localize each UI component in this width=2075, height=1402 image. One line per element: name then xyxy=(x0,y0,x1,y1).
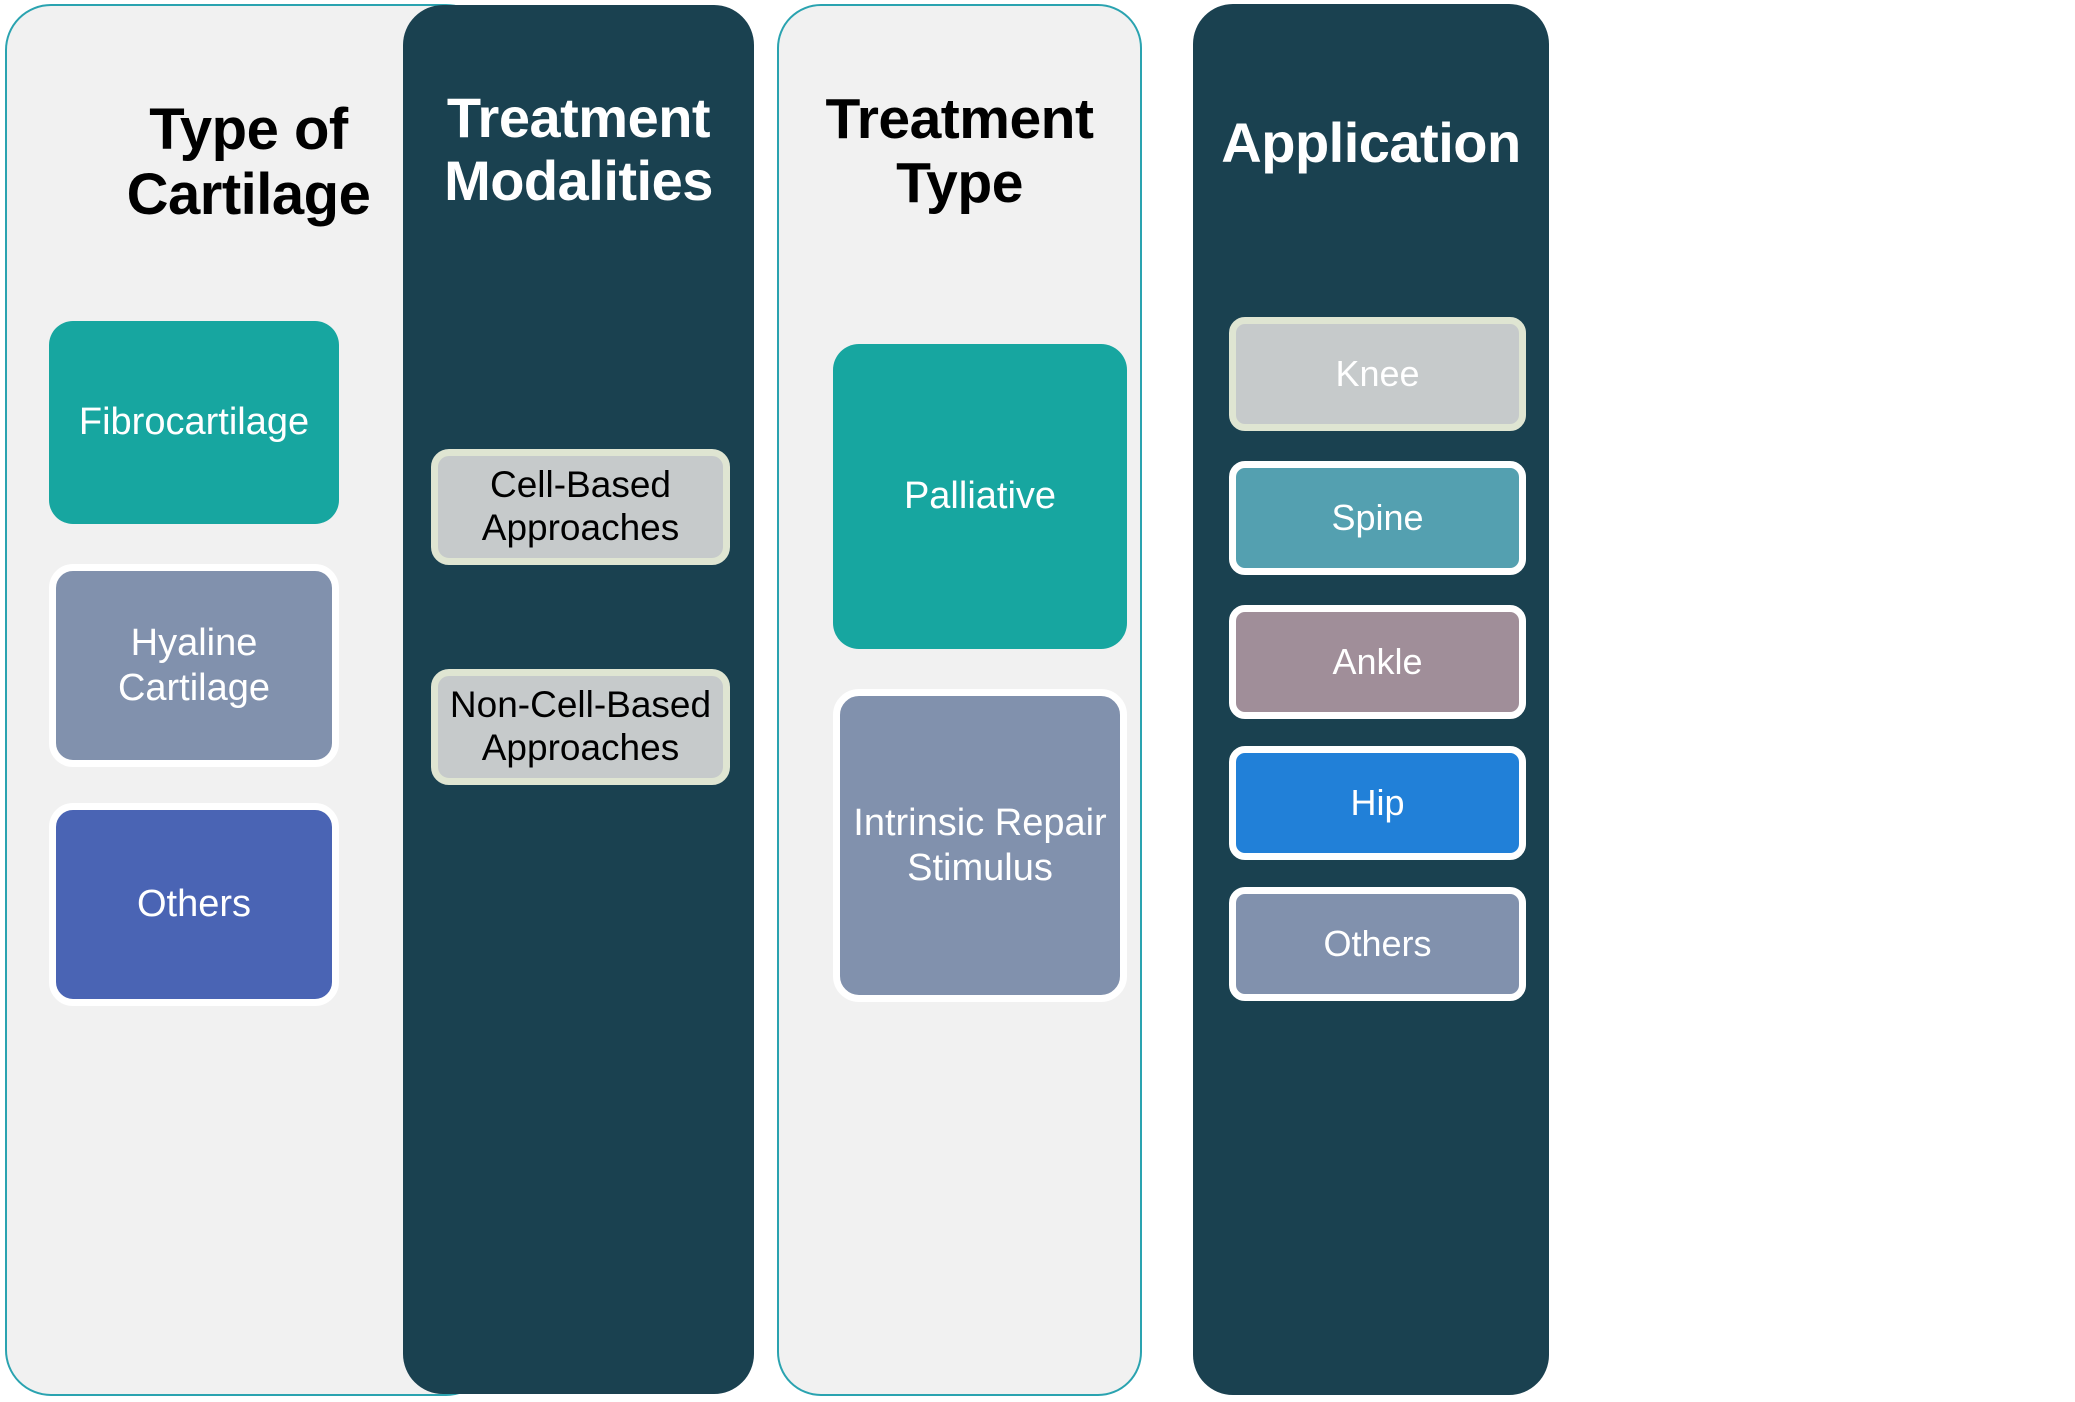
column-header-treatment-type: Treatment Type xyxy=(825,87,1094,215)
node-hip[interactable]: Hip xyxy=(1229,746,1526,860)
node-cartilage-others[interactable]: Others xyxy=(49,803,339,1006)
column-header-treatment-modalities: Treatment Modalities xyxy=(444,86,713,212)
column-header-type-of-cartilage: Type of Cartilage xyxy=(126,97,371,227)
column-application: Application Knee Spine Ankle Hip Others xyxy=(1193,4,1549,1395)
node-fibrocartilage[interactable]: Fibrocartilage xyxy=(49,321,339,524)
node-application-others[interactable]: Others xyxy=(1229,887,1526,1001)
node-non-cell-based-approaches[interactable]: Non-Cell-Based Approaches xyxy=(431,669,730,785)
node-ankle[interactable]: Ankle xyxy=(1229,605,1526,719)
node-knee[interactable]: Knee xyxy=(1229,317,1526,431)
column-treatment-modalities: Treatment Modalities Cell-Based Approach… xyxy=(403,5,754,1394)
node-palliative[interactable]: Palliative xyxy=(833,344,1127,649)
node-spine[interactable]: Spine xyxy=(1229,461,1526,575)
node-intrinsic-repair-stimulus[interactable]: Intrinsic Repair Stimulus xyxy=(833,689,1127,1002)
column-treatment-type: Treatment Type Palliative Intrinsic Repa… xyxy=(777,4,1142,1396)
node-hyaline-cartilage[interactable]: Hyaline Cartilage xyxy=(49,564,339,767)
column-header-application: Application xyxy=(1221,111,1521,174)
node-cell-based-approaches[interactable]: Cell-Based Approaches xyxy=(431,449,730,565)
